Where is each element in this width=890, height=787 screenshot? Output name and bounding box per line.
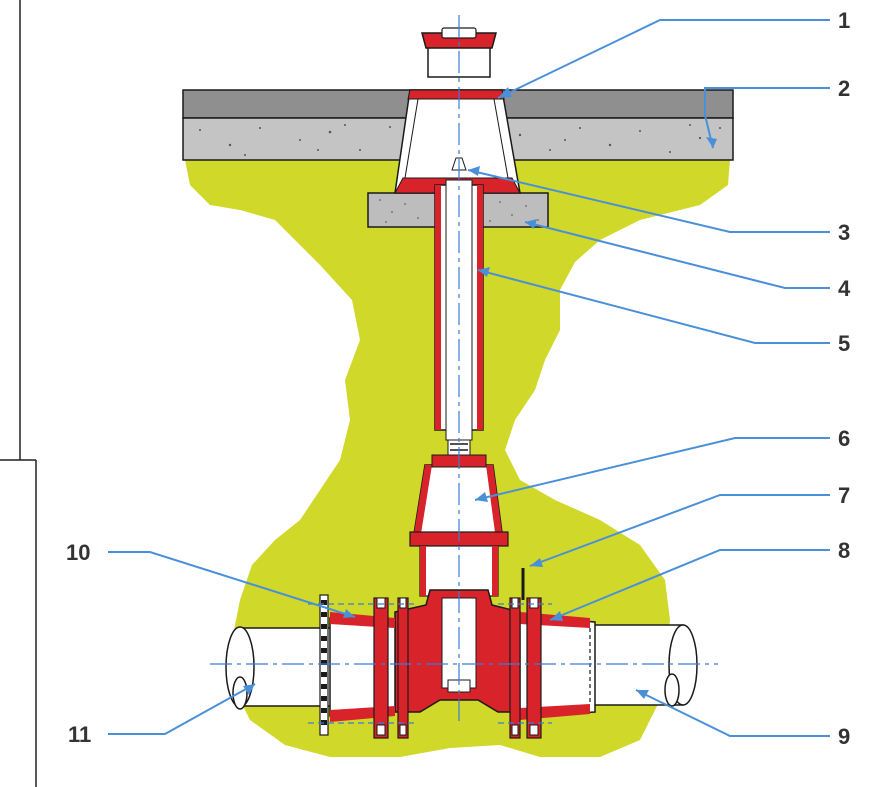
callout-7: 7 [838,483,850,508]
leader-8 [549,549,830,621]
callout-labels: 1 2 3 4 5 6 7 8 9 10 11 [66,8,851,749]
valve-bonnet [409,454,509,597]
leader-arrowheads [243,87,717,699]
leader-1 [497,19,830,99]
leader-9 [635,689,830,737]
right-pipe [584,624,698,707]
callout-4: 4 [838,276,851,301]
callout-9: 9 [838,724,850,749]
leader-2 [704,87,830,149]
valve-body [394,589,521,713]
leader-10 [108,551,356,618]
slab-texture [379,199,539,223]
callout-11: 11 [68,722,91,747]
callout-10: 10 [66,540,90,565]
leader-5 [477,269,830,344]
callout-1: 1 [838,8,850,33]
leader-7 [529,494,830,567]
leader-4 [524,221,830,289]
leader-3 [467,169,830,233]
callout-6: 6 [838,426,850,451]
leader-6 [474,437,830,501]
callout-8: 8 [838,538,850,563]
center-lines [210,15,718,725]
leader-11 [108,683,256,735]
leader-lines [108,19,830,737]
callout-3: 3 [838,220,850,245]
callout-2: 2 [838,76,850,101]
callout-5: 5 [838,331,850,356]
page-frame-lines [0,0,37,787]
left-flange-adaptor [319,594,409,739]
right-flange-adaptor [509,568,596,739]
concrete-aggregate [199,124,721,156]
